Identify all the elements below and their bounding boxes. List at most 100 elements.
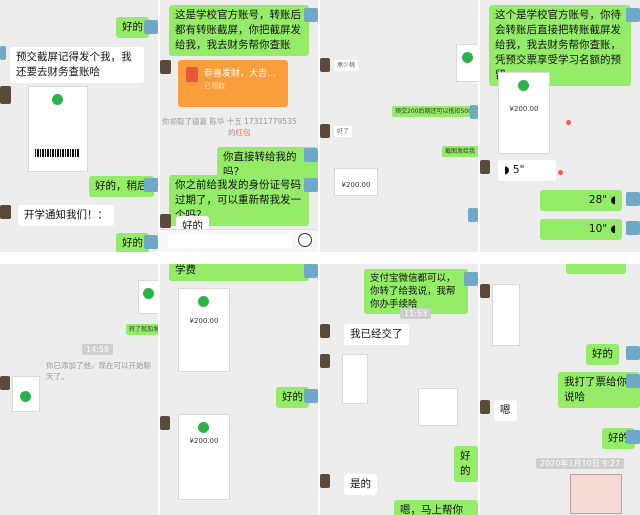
chat-panel-8: 好的 我打了票给你说哈 嗯 好的 2020年1月10日 9:27: [480, 264, 640, 515]
avatar[interactable]: [320, 324, 330, 338]
avatar[interactable]: [0, 205, 11, 219]
avatar[interactable]: [304, 8, 318, 22]
wechat-pay-icon: [20, 391, 31, 402]
avatar[interactable]: [470, 105, 478, 119]
avatar[interactable]: [626, 192, 640, 206]
avatar[interactable]: [304, 264, 318, 278]
message-ok[interactable]: 好的: [276, 387, 309, 408]
smiley-icon[interactable]: [298, 233, 312, 247]
notice-prefix: 你领取了德嘉: [162, 117, 207, 126]
chat-panel-6: 学费 ¥200.00 好的 ¥200.00: [160, 264, 318, 515]
message-school-notice[interactable]: 开学通知我们！：: [18, 205, 114, 226]
avatar[interactable]: [0, 46, 6, 60]
voice-message-1[interactable]: ◗ 5": [498, 160, 556, 181]
avatar[interactable]: [0, 376, 10, 390]
message-procedure[interactable]: 嗯，马上帮你办手续哈: [394, 500, 478, 515]
avatar[interactable]: [626, 346, 640, 360]
image-message-transfer[interactable]: ¥200.00: [334, 168, 378, 196]
avatar[interactable]: [160, 416, 170, 430]
red-packet-status: 已领取: [204, 82, 225, 90]
message-ok[interactable]: 好的: [116, 17, 149, 38]
message-payment-screenshot[interactable]: 预交截屏记得发个我，我还要去财务查账哈: [10, 47, 144, 83]
avatar[interactable]: [468, 208, 478, 222]
avatar[interactable]: [160, 214, 171, 228]
wechat-pay-icon: [198, 296, 209, 307]
image-message-transfer[interactable]: [492, 284, 520, 346]
image-message-receipt[interactable]: [28, 86, 88, 172]
chat-panel-1: 好的 预交截屏记得发个我，我还要去财务查账哈 好的，稍后 开学通知我们！： 好的: [0, 0, 158, 252]
message-id-expired[interactable]: 你之前给我发的身份证号码过期了，可以重新帮我发一个吗？: [169, 175, 309, 226]
image-message-receipt[interactable]: [570, 474, 622, 514]
avatar[interactable]: [304, 178, 318, 192]
avatar[interactable]: [480, 160, 490, 174]
avatar[interactable]: [160, 60, 171, 74]
message-already-paid[interactable]: 我已经交了: [344, 324, 409, 345]
voice-duration: 28": [588, 194, 608, 206]
wechat-pay-icon: [198, 422, 209, 433]
voice-message-2[interactable]: 28" ◖: [540, 190, 622, 211]
timestamp: 14:58: [82, 344, 114, 355]
avatar[interactable]: [320, 58, 330, 72]
voice-icon: ◗: [504, 164, 510, 176]
message-input[interactable]: [168, 234, 292, 248]
message-screenshot-sent[interactable]: 截图发给我: [442, 146, 478, 157]
avatar[interactable]: [144, 235, 158, 249]
chat-panel-4: 这个是学校官方账号，你待会转账后直接把转账截屏发给我，我去财务帮你查账，凭预交票…: [480, 0, 640, 252]
message-yes[interactable]: 是的: [344, 474, 377, 495]
message-hmm[interactable]: 嗯: [494, 400, 517, 421]
avatar[interactable]: [0, 86, 11, 104]
voice-icon: ◖: [610, 194, 616, 206]
image-message-bank-record[interactable]: [418, 388, 458, 426]
transfer-amount: ¥200.00: [509, 105, 539, 113]
image-message-transfer[interactable]: ¥200.00: [178, 414, 230, 500]
timestamp: 2020年1月10日 9:27: [536, 458, 625, 469]
red-packet-message[interactable]: 恭喜发财，大吉... 已领取: [178, 60, 288, 107]
red-packet-title: 恭喜发财，大吉...: [204, 69, 276, 79]
image-message-transfer[interactable]: [342, 354, 368, 404]
avatar[interactable]: [626, 8, 640, 22]
red-packet-notice: 你领取了德嘉 陈华 十五 17311779535: [162, 116, 297, 127]
message-official-account[interactable]: 这是学校官方账号，转账后都有转账截屏，你把截屏发给我，我去财务帮你查账: [169, 5, 309, 56]
avatar[interactable]: [304, 389, 318, 403]
unread-dot: [558, 170, 563, 175]
image-message-qr[interactable]: [456, 44, 478, 82]
message-top-partial[interactable]: [566, 264, 626, 274]
message-printed-receipt[interactable]: 我打了票给你说哈: [558, 372, 640, 408]
message-ok[interactable]: 好的: [116, 233, 149, 252]
transfer-amount: ¥200.00: [189, 317, 219, 325]
voice-message-3[interactable]: 10" ◖: [540, 219, 622, 240]
message-ok[interactable]: 好的: [454, 446, 478, 482]
avatar[interactable]: [144, 178, 158, 192]
voice-icon: ◖: [610, 223, 616, 235]
image-message-transfer[interactable]: ¥200.00: [498, 72, 550, 154]
message-forwarded[interactable]: 转了就加发截图: [126, 324, 158, 335]
avatar[interactable]: [626, 221, 640, 235]
avatar[interactable]: [320, 354, 330, 368]
message-tuition[interactable]: 学费: [169, 264, 309, 281]
avatar[interactable]: [626, 374, 640, 388]
message-ok[interactable]: 好了: [334, 126, 353, 137]
avatar[interactable]: [144, 20, 158, 34]
avatar[interactable]: [480, 284, 490, 298]
avatar[interactable]: [626, 430, 640, 444]
message-alipay-wechat[interactable]: 支付宝微信都可以，你转了给我说，我帮你办手续哈: [364, 269, 468, 314]
message-ok-later[interactable]: 好的，稍后: [89, 176, 154, 197]
avatar[interactable]: [304, 148, 318, 162]
avatar[interactable]: [320, 474, 330, 488]
red-packet-link[interactable]: 红包: [235, 128, 251, 137]
message-teacher[interactable]: 承少桃: [334, 60, 359, 71]
avatar[interactable]: [480, 400, 490, 414]
notice-phone: 十五 17311779535: [226, 117, 297, 126]
chat-panel-7: 支付宝微信都可以，你转了给我说，我帮你办手续哈 11:53 我已经交了 好的 是…: [320, 264, 478, 515]
message-input-bar: [160, 229, 318, 252]
image-message-qr[interactable]: [138, 280, 158, 314]
avatar[interactable]: [464, 272, 478, 286]
message-prepaid[interactable]: 预交200后期还可以抵扣500学费: [392, 106, 478, 117]
image-message-screenshot[interactable]: [12, 376, 40, 412]
red-packet-notice-end: 的红包: [228, 127, 251, 138]
transfer-amount: ¥200.00: [189, 437, 219, 445]
message-ok[interactable]: 好的: [586, 344, 619, 365]
unread-dot: [566, 120, 571, 125]
image-message-transfer[interactable]: ¥200.00: [178, 288, 230, 372]
avatar[interactable]: [320, 124, 330, 138]
